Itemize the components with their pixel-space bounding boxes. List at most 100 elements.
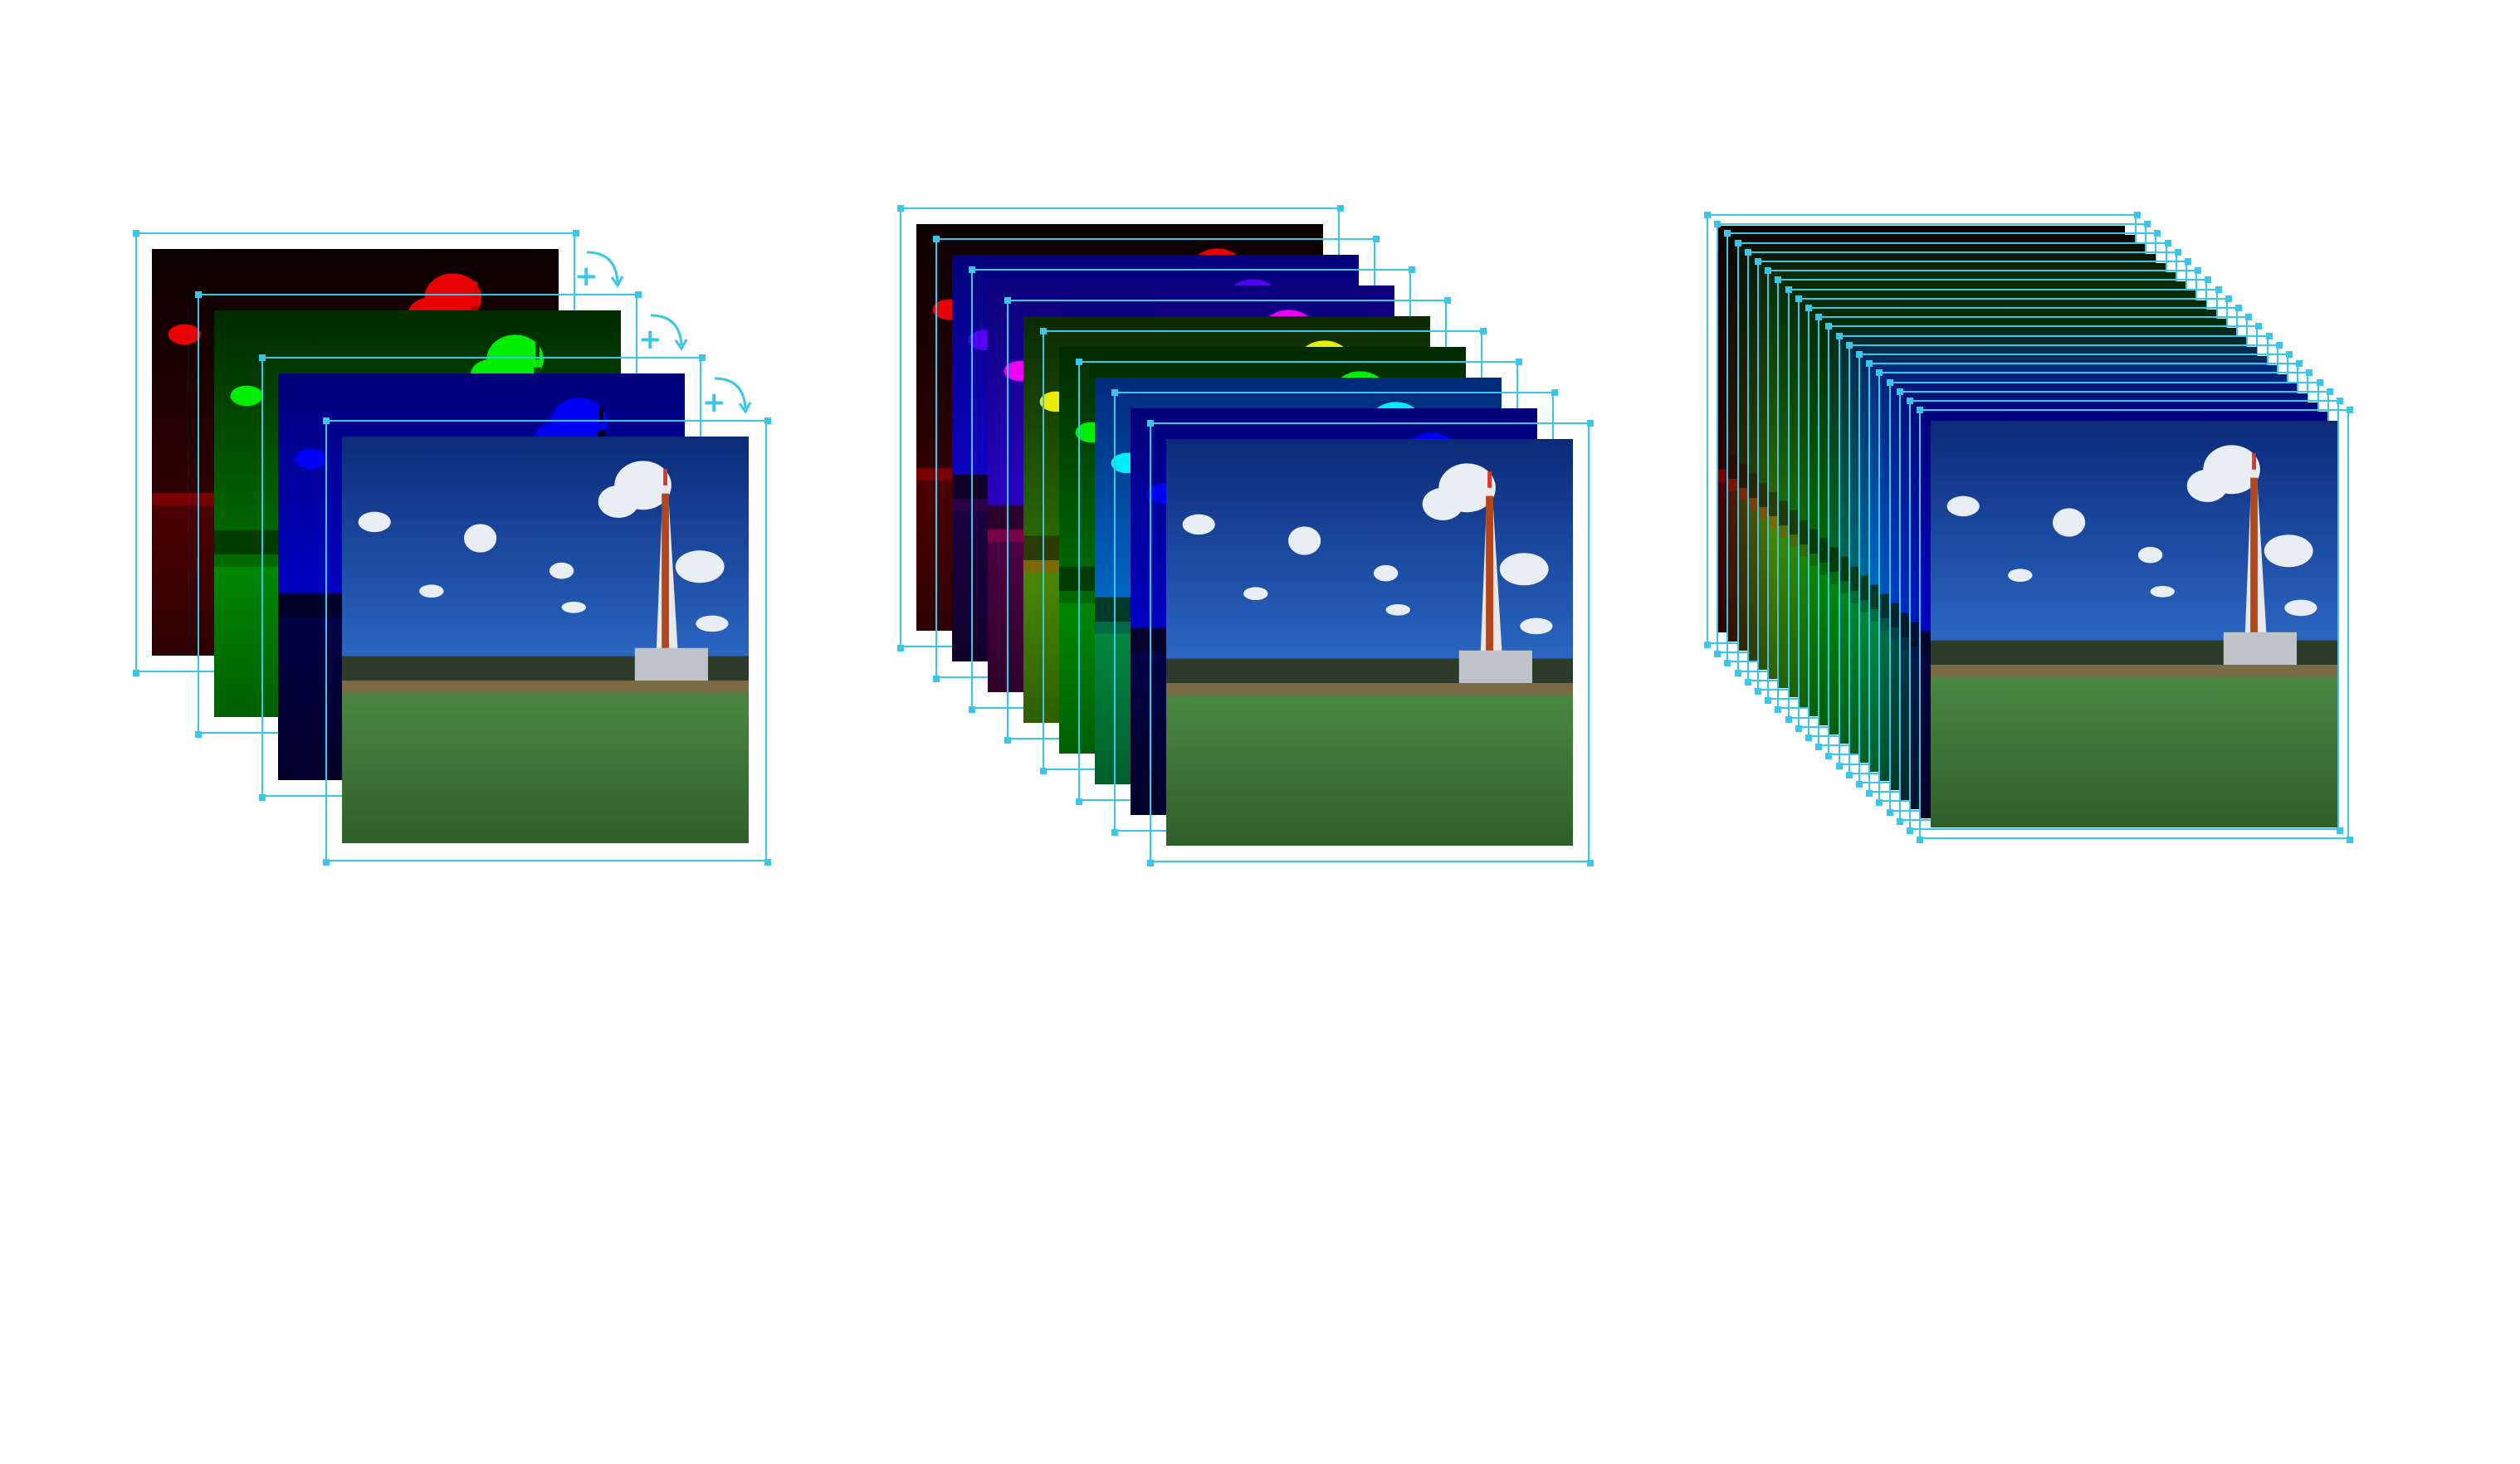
frame-corner-handle xyxy=(1856,351,1863,358)
channel-frame xyxy=(323,417,771,866)
frame-corner-handle xyxy=(573,230,579,237)
frame-corner-handle xyxy=(1765,267,1772,275)
frame-corner-handle xyxy=(1409,266,1415,273)
frame-corner-handle xyxy=(1876,799,1883,807)
frame-corner-handle xyxy=(2164,239,2171,246)
composite-image xyxy=(1166,439,1573,846)
frame-corner-handle xyxy=(2134,212,2141,218)
frame-corner-handle xyxy=(2144,221,2151,228)
frame-corner-handle xyxy=(1714,651,1722,658)
frame-corner-handle xyxy=(1805,305,1812,311)
frame-corner-handle xyxy=(2326,388,2333,395)
frame-corner-handle xyxy=(1917,407,1924,414)
frame-corner-handle xyxy=(2154,230,2161,237)
frame-corner-handle xyxy=(1886,378,1893,386)
frame-corner-handle xyxy=(1866,790,1873,798)
frame-corner-handle xyxy=(1907,827,1913,834)
frame-corner-handle xyxy=(1845,771,1853,778)
frame-corner-handle xyxy=(635,291,642,298)
frame-corner-handle xyxy=(1785,285,1792,293)
frame-corner-handle xyxy=(1835,762,1843,769)
composite-image xyxy=(342,437,749,843)
frame-corner-handle xyxy=(1845,341,1853,349)
channel-frame xyxy=(1917,407,2354,844)
frame-corner-handle xyxy=(1040,328,1047,334)
frame-corner-handle xyxy=(933,236,940,242)
frame-corner-handle xyxy=(323,417,330,424)
frame-corner-handle xyxy=(1724,660,1731,667)
frame-corner-handle xyxy=(1815,314,1823,321)
curved-arrow-icon xyxy=(714,377,752,414)
channel-frame xyxy=(1907,398,2343,834)
frame-corner-handle xyxy=(1744,248,1751,256)
frame-corner-handle xyxy=(195,291,202,298)
frame-corner-handle xyxy=(2255,323,2263,330)
frame-corner-handle xyxy=(1734,669,1741,676)
frame-corner-handle xyxy=(1896,388,1903,395)
frame-corner-handle xyxy=(1480,328,1487,334)
frame-corner-handle xyxy=(1775,276,1782,284)
frame-corner-handle xyxy=(969,706,975,713)
frame-corner-handle xyxy=(1040,768,1047,774)
frame-corner-handle xyxy=(969,266,975,273)
frame-corner-handle xyxy=(1775,706,1782,714)
frame-corner-handle xyxy=(2185,258,2191,265)
frame-corner-handle xyxy=(2337,827,2343,834)
frame-corner-handle xyxy=(195,731,202,738)
frame-corner-handle xyxy=(764,859,771,866)
frame-corner-handle xyxy=(1917,837,1924,844)
frame-corner-handle xyxy=(2235,305,2242,311)
frame-corner-handle xyxy=(1444,297,1451,304)
frame-corner-handle xyxy=(1076,359,1082,365)
frame-corner-handle xyxy=(2215,285,2222,293)
frame-corner-handle xyxy=(133,230,139,237)
frame-corner-handle xyxy=(1755,688,1761,695)
frame-corner-handle xyxy=(1825,753,1833,760)
frame-corner-handle xyxy=(1004,737,1011,744)
curved-arrow-icon xyxy=(650,314,688,351)
frame-corner-handle xyxy=(1856,781,1863,788)
frame-corner-handle xyxy=(897,205,904,212)
frame-corner-handle xyxy=(2347,837,2354,844)
frame-corner-handle xyxy=(2337,398,2343,404)
frame-corner-handle xyxy=(2245,314,2253,321)
frame-corner-handle xyxy=(2205,276,2212,284)
frame-corner-handle xyxy=(2306,369,2313,377)
frame-corner-handle xyxy=(1076,798,1082,805)
frame-corner-handle xyxy=(2347,407,2354,414)
frame-corner-handle xyxy=(259,794,266,801)
frame-corner-handle xyxy=(1896,817,1903,825)
frame-corner-handle xyxy=(1587,420,1594,427)
composite-image xyxy=(1931,421,2338,828)
frame-corner-handle xyxy=(2195,267,2202,275)
frame-corner-handle xyxy=(1805,734,1812,741)
frame-corner-handle xyxy=(1111,829,1118,836)
frame-corner-handle xyxy=(933,676,940,682)
frame-corner-handle xyxy=(1147,420,1154,427)
plus-icon: + xyxy=(638,323,662,356)
frame-corner-handle xyxy=(1907,398,1913,404)
frame-corner-handle xyxy=(2225,295,2232,302)
frame-corner-handle xyxy=(1795,295,1802,302)
frame-corner-handle xyxy=(1795,725,1802,732)
frame-corner-handle xyxy=(764,417,771,424)
frame-corner-handle xyxy=(699,354,706,361)
frame-corner-handle xyxy=(1704,642,1711,648)
frame-corner-handle xyxy=(1587,860,1594,866)
frame-corner-handle xyxy=(1111,389,1118,396)
frame-corner-handle xyxy=(2265,332,2273,339)
frame-corner-handle xyxy=(133,670,139,676)
frame-corner-handle xyxy=(2316,378,2323,386)
frame-corner-handle xyxy=(259,354,266,361)
frame-corner-handle xyxy=(1551,389,1558,396)
frame-corner-handle xyxy=(1516,359,1522,365)
frame-corner-handle xyxy=(1724,230,1731,237)
frame-corner-handle xyxy=(2174,248,2181,256)
frame-corner-handle xyxy=(1744,678,1751,686)
frame-corner-handle xyxy=(1004,297,1011,304)
frame-corner-handle xyxy=(1866,360,1873,368)
frame-corner-handle xyxy=(1815,744,1823,751)
frame-corner-handle xyxy=(1825,323,1833,330)
frame-corner-handle xyxy=(1337,205,1344,212)
